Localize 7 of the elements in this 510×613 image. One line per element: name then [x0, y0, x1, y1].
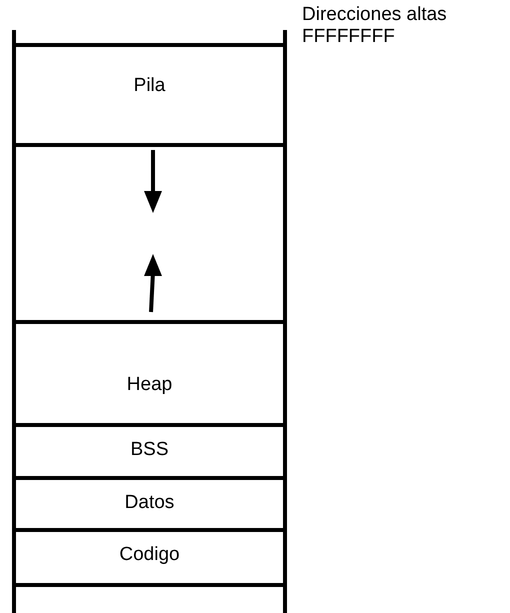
segment-label: Codigo — [119, 544, 180, 567]
address-value: FFFFFFFF — [302, 26, 395, 48]
segment-label: Heap — [126, 374, 172, 397]
segment-label: Pila — [134, 75, 166, 98]
segment-label: BSS — [130, 439, 169, 462]
segment-label: Datos — [124, 492, 174, 515]
address-caption: Direcciones altas — [302, 4, 447, 26]
